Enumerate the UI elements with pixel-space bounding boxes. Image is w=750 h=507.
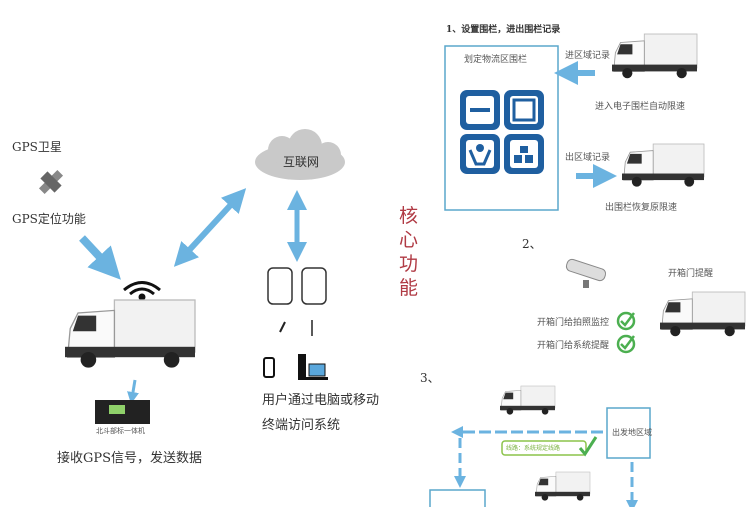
user-access-line2: 终端访问系统 [262, 418, 341, 433]
main-truck-image [64, 299, 196, 369]
truck-enter-image [611, 33, 698, 79]
route-check-icon [578, 436, 598, 457]
truck-internet-arrow [173, 188, 247, 267]
internet-label: 互联网 [283, 155, 320, 169]
check-icon [616, 311, 636, 354]
system-alert-label: 开箱门给系统提醒 [537, 341, 610, 351]
section1-title: 1、设置围栏，进出围栏记录 [446, 25, 561, 35]
gps-satellite-label: GPS卫星 [12, 140, 62, 154]
server-icon [267, 267, 327, 305]
truck-exit-image [621, 143, 705, 188]
door-alert-label: 开箱门提醒 [668, 269, 714, 279]
section2-number: 2、 [522, 237, 542, 251]
fence-box [444, 45, 559, 211]
fence-label: 划定物流区围栏 [464, 55, 528, 65]
enter-note-label: 进入电子围栏自动限速 [595, 102, 686, 112]
truck-door-image [659, 291, 746, 337]
gps-device-image [95, 400, 150, 424]
camera-icon [565, 258, 607, 288]
enter-record-label: 进区域记录 [565, 51, 611, 61]
core-function-title: 核心功能 [399, 205, 419, 299]
exit-note-label: 出围栏恢复原限速 [605, 203, 678, 213]
cloud-icon [255, 129, 345, 180]
user-access-line1: 用户通过电脑或移动 [262, 393, 380, 408]
exit-record-label: 出区域记录 [565, 153, 611, 163]
gps-arrow [79, 235, 121, 280]
logistics-zone-icon [460, 90, 544, 174]
truck-route2-image [534, 471, 591, 501]
wifi-icon [123, 281, 161, 301]
computer-icon [298, 354, 328, 380]
route-label: 线路：系统规定线路 [506, 445, 561, 452]
departure-box [606, 407, 651, 459]
receive-send-label: 接收GPS信号，发送数据 [57, 451, 203, 466]
route-label-box [501, 440, 587, 456]
phone-icon [263, 357, 275, 378]
departure-area-label: 出发地区域 [612, 428, 652, 437]
device-label: 北斗部标一体机 [96, 427, 145, 435]
satellite-icon [38, 169, 64, 195]
truck-route-image [499, 385, 556, 415]
gps-function-label: GPS定位功能 [12, 212, 86, 226]
section3-number: 3、 [420, 371, 440, 385]
photo-monitor-label: 开箱门给拍照监控 [537, 318, 610, 328]
